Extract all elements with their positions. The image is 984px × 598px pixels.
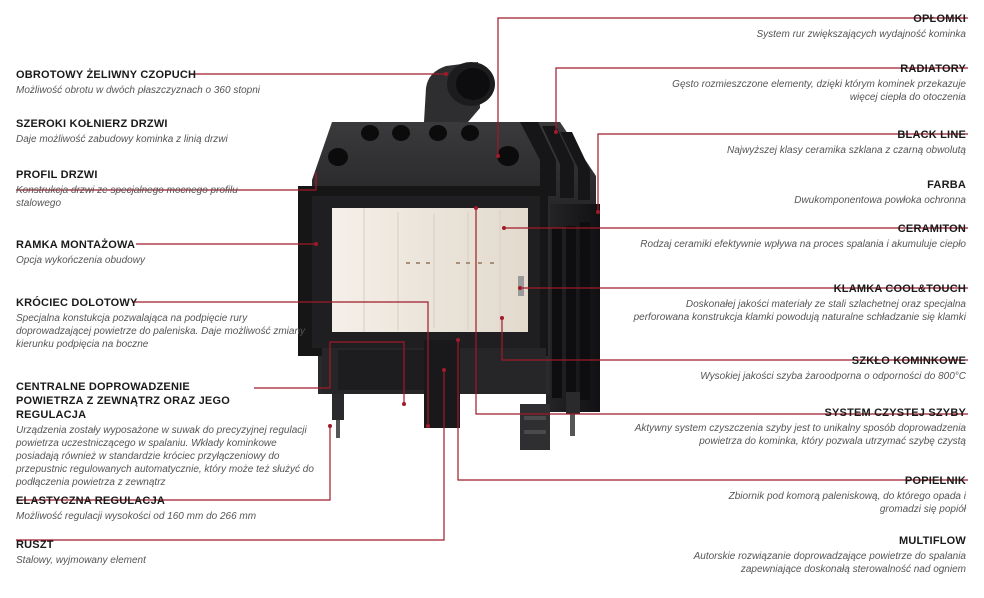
leader-radiatory xyxy=(555,67,968,132)
leader-centralne xyxy=(254,341,405,404)
label-title: ELASTYCZNA REGULACJA xyxy=(16,495,166,507)
radiator-fins-side xyxy=(546,204,600,412)
label-desc: Najwyższej klasy ceramika szklana z czar… xyxy=(727,145,966,156)
label-ramka-montazowa: RAMKA MONTAŻOWA Opcja wykończenia obudow… xyxy=(16,238,316,267)
fireplace-illustration xyxy=(298,62,600,450)
label-system-czystej-szyby: SYSTEM CZYSTEJ SZYBY Aktywny system czys… xyxy=(621,406,966,448)
label-szeroki-kolnierz: SZEROKI KOŁNIERZ DRZWI Daje możliwość za… xyxy=(16,117,316,146)
label-desc: Aktywny system czyszczenia szyby jest to… xyxy=(634,423,966,447)
label-farba: FARBA Dwukomponentowa powłoka ochronna xyxy=(616,178,966,207)
leader-czysta xyxy=(475,208,968,415)
leader-krociec xyxy=(132,301,429,426)
firebox-ceramic-panels xyxy=(363,208,501,332)
leader-szklo xyxy=(501,318,968,361)
leader-elastyczna xyxy=(16,426,331,501)
label-oplomki: OPŁOMKI System rur zwiększających wydajn… xyxy=(616,12,966,41)
label-desc: Zbiornik pod komorą paleniskową, do któr… xyxy=(728,491,966,515)
label-desc: Autorskie rozwiązanie doprowadzające pow… xyxy=(693,551,966,575)
label-krociec-dolotowy: KRÓCIEC DOLOTOWY Specjalna konstukcja po… xyxy=(16,296,316,351)
label-title: MULTIFLOW xyxy=(899,535,966,547)
top-holes xyxy=(328,125,519,166)
label-title: RAMKA MONTAŻOWA xyxy=(16,239,136,251)
leader-dots xyxy=(314,72,600,428)
label-elastyczna-regulacja: ELASTYCZNA REGULACJA Możliwość regulacji… xyxy=(16,494,316,523)
label-obrotowy-czopuch: OBROTOWY ŻELIWNY CZOPUCH Możliwość obrot… xyxy=(16,68,316,97)
label-title: FARBA xyxy=(927,179,966,191)
leader-profil xyxy=(16,172,317,191)
label-profil-drzwi: PROFIL DRZWI Konstrukcja drzwi ze specja… xyxy=(16,168,256,210)
label-desc: Dwukomponentowa powłoka ochronna xyxy=(794,195,966,206)
leader-oplomki xyxy=(497,17,968,156)
label-desc: Doskonałej jakości materiały ze stali sz… xyxy=(633,299,966,323)
label-desc: Konstrukcja drzwi ze specjalnego mocnego… xyxy=(16,185,238,209)
label-black-line: BLACK LINE Najwyższej klasy ceramika szk… xyxy=(616,128,966,157)
label-ceramiton: CERAMITON Rodzaj ceramiki efektywnie wpł… xyxy=(616,222,966,251)
label-desc: System rur zwiększających wydajność komi… xyxy=(756,29,966,40)
label-title: SZKŁO KOMINKOWE xyxy=(851,355,966,367)
leader-blackline xyxy=(597,133,968,212)
label-title: BLACK LINE xyxy=(897,129,966,141)
label-title: SYSTEM CZYSTEJ SZYBY xyxy=(824,407,966,419)
label-title: PROFIL DRZWI xyxy=(16,169,98,181)
label-title: OBROTOWY ŻELIWNY CZOPUCH xyxy=(16,69,197,81)
label-title: OPŁOMKI xyxy=(913,13,966,25)
label-title: KLAMKA COOL&TOUCH xyxy=(833,283,966,295)
air-inlet xyxy=(424,340,460,428)
label-desc: Wysokiej jakości szyba żaroodporna o odp… xyxy=(700,371,966,382)
label-title: CENTRALNE DOPROWADZENIE POWIETRZA Z ZEWN… xyxy=(16,381,230,421)
label-title: POPIELNIK xyxy=(904,475,966,487)
label-multiflow: MULTIFLOW Autorskie rozwiązanie doprowad… xyxy=(666,534,966,576)
label-title: CERAMITON xyxy=(897,223,966,235)
label-centralne-doprowadzenie: CENTRALNE DOPROWADZENIE POWIETRZA Z ZEWN… xyxy=(16,380,316,489)
firebox-glass xyxy=(332,208,528,332)
leader-popielnik xyxy=(457,340,968,481)
ash-pan xyxy=(338,350,426,390)
label-ruszt: RUSZT Stalowy, wyjmowany element xyxy=(16,538,316,567)
air-holes xyxy=(406,262,494,264)
label-klamka-cool-touch: KLAMKA COOL&TOUCH Doskonałej jakości mat… xyxy=(631,282,966,324)
label-desc: Urządzenia zostały wyposażone w suwak do… xyxy=(16,425,314,488)
door-handle xyxy=(518,276,524,296)
label-desc: Możliwość obrotu w dwóch płaszczyznach o… xyxy=(16,85,261,96)
label-popielnik: POPIELNIK Zbiornik pod komorą paleniskow… xyxy=(696,474,966,516)
label-title: SZEROKI KOŁNIERZ DRZWI xyxy=(16,118,168,130)
cast-iron-flue xyxy=(424,62,495,122)
label-title: RADIATORY xyxy=(900,63,966,75)
label-desc: Daje możliwość zabudowy kominka z linią … xyxy=(16,134,228,145)
label-desc: Możliwość regulacji wysokości od 160 mm … xyxy=(16,511,257,522)
label-title: KRÓCIEC DOLOTOWY xyxy=(16,297,138,309)
radiator-fins-top xyxy=(520,122,590,200)
label-desc: Rodzaj ceramiki efektywnie wpływa na pro… xyxy=(640,239,966,250)
label-desc: Stalowy, wyjmowany element xyxy=(16,555,146,566)
label-desc: Specjalna konstukcja pozwalająca na podp… xyxy=(16,313,306,350)
label-szklo-kominkowe: SZKŁO KOMINKOWE Wysokiej jakości szyba ż… xyxy=(616,354,966,383)
leader-ruszt xyxy=(16,370,445,541)
leader-lines xyxy=(16,17,968,541)
adjustable-legs xyxy=(332,392,580,450)
label-title: RUSZT xyxy=(16,539,54,551)
label-radiatory: RADIATORY Gęsto rozmieszczone elementy, … xyxy=(646,62,966,104)
label-desc: Gęsto rozmieszczone elementy, dzięki któ… xyxy=(672,79,966,103)
label-desc: Opcja wykończenia obudowy xyxy=(16,255,145,266)
